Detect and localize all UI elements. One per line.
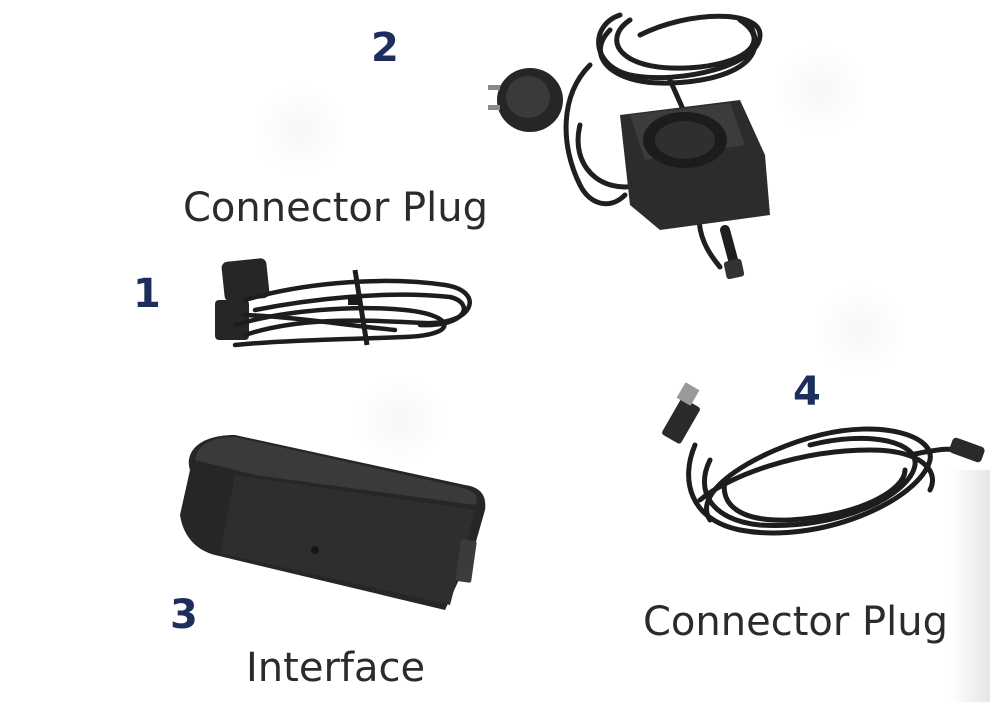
item-number-3: 3 xyxy=(170,592,198,638)
interface-box-image xyxy=(180,435,486,610)
caption-interface: Interface xyxy=(246,645,426,691)
item-number-4: 4 xyxy=(793,369,821,415)
item-number-2: 2 xyxy=(371,25,399,71)
cable-image xyxy=(215,258,472,348)
power-adapter-image xyxy=(488,12,770,280)
item-number-1: 1 xyxy=(133,271,161,317)
caption-power-adapter: Connector Plug xyxy=(183,185,488,231)
usb-cable-image xyxy=(662,382,985,536)
caption-usb-cable: Connector Plug xyxy=(643,599,948,645)
